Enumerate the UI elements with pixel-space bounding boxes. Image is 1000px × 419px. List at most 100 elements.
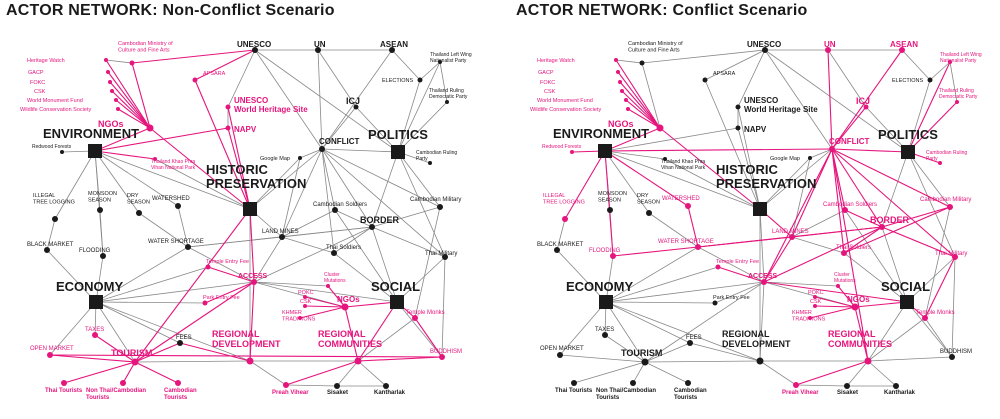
edge-elections-thai-left [929,61,951,81]
node-sisaket: Sisaket [837,383,858,396]
node-marker-water-shortage [185,244,191,250]
node-label-google-map: Google Map [260,156,290,162]
edge-un-icj [827,49,867,108]
edge-border-thai-military [371,226,446,258]
edge-access-park-entry [714,281,765,304]
edge-access-temple-entry [717,266,765,283]
node-label2-illegal: TREE LOGGING [543,200,585,206]
edge-unesco-conflict [254,49,323,150]
node-economy: ECONOMY [56,279,124,309]
node-label2-dry: SEASON [637,200,660,206]
edge-economy-park-entry [605,301,716,304]
edge-conflict-regional-comm [831,148,869,362]
edge-economy-access [95,281,255,303]
node-wildlife: Wildlife Conservation Society [20,107,120,113]
node-border: BORDER [870,215,910,230]
node-thai-military: Thai Military [935,251,967,260]
edge-economy-open-market [49,301,97,356]
node-marker-csk [110,89,114,93]
node-marker-cambodian-ministry [639,60,645,66]
edge-politics-border [371,151,399,228]
edge-politics-conflict [321,148,399,153]
edge-ngos-ford [109,81,151,129]
edge-border-thai-soldiers [333,226,373,254]
edge-politics-thai-military [397,151,446,258]
edge-conflict-thai-soldiers [831,148,845,254]
node-label-unesco-org: UNESCO [744,96,778,105]
edge-watershed-water-shortage [177,205,189,248]
node-marker-black-market [44,247,50,253]
edge-temple-monks-buddhism [414,317,443,358]
edge-economy-temple-entry [95,266,209,303]
node-marker-thai-tourists [571,380,577,386]
edge-ngos2-khmer [299,306,346,319]
node-ngos: NGOs [98,119,154,132]
edge-tourism-cambodian-tourists [134,361,179,384]
edge-un-conflict [317,49,323,150]
node-open-market: OPEN MARKET [540,346,584,358]
edge-regional-comm-buddhism [357,356,443,362]
node-csk: CSK [34,89,114,95]
edge-border-thai-military [881,226,956,258]
edge-thai-military-social [906,256,956,303]
node-marker-tourism [641,358,649,366]
node-social: SOCIAL [371,279,420,309]
node-label-thai-tourists: Thai Tourists [555,388,593,394]
node-label2-dry: SEASON [127,200,150,206]
edge-regional-comm-temple-monks [357,317,416,362]
node-label-wildlife: Wildlife Conservation Society [530,107,601,113]
edge-economy-tourism [95,301,136,363]
node-marker-land-mines [279,234,285,240]
node-marker-cambodian-military [947,204,953,210]
node-marker-taxes [602,332,608,338]
node-marker-ngos2 [341,303,349,311]
edge-tourism-access [644,281,765,363]
node-temple-monks: Temple Monks [406,310,445,321]
edge-unesco-cambodian-ministry [131,49,256,64]
node-label-wildlife: Wildlife Conservation Society [20,107,91,113]
nodes: ENVIRONMENTHISTORICPRESERVATIONPOLITICSE… [20,40,472,401]
node-marker-cambodian-soldiers [332,207,338,213]
node-marker-cluster [326,284,330,288]
edge-water-shortage-access [187,246,255,283]
edge-google-map-historic [759,157,811,210]
node-label-regional-comm: REGIONAL [828,329,876,339]
node-label-gacp: GACP [28,70,44,76]
node-taxes: TAXES [595,327,614,338]
node-label-heritage-watch: Heritage Watch [27,58,65,64]
node-label-radwood: Redwood Forests [32,144,72,150]
node-buddhism: BUDDHISM [940,349,972,360]
edge-thailand-khao-historic [154,158,251,210]
node-marker-tourism [131,358,139,366]
edge-land-mines-thai-soldiers [791,236,845,254]
edges [46,49,448,387]
node-label2-cambodian-ruling: Party [416,156,428,162]
edge-cambodian-military-temple-monks [414,206,441,319]
edge-tourism-nonthai [632,361,646,384]
node-label-icj: ICJ [346,96,360,106]
node-label2-thailand-khao: Vihan National Park [151,165,196,171]
node-marker-fees [687,340,693,346]
edge-regional-comm-ngos2 [344,306,359,362]
node-marker-nonthai [630,380,636,386]
node-label-unesco: UNESCO [747,40,781,49]
edge-illegal-black-market [556,218,566,251]
node-marker-buddhism [439,354,445,360]
node-marker-access [761,279,767,285]
node-marker-wildlife [116,107,120,111]
node-marker-economy [89,295,103,309]
edge-politics-border [881,151,909,228]
edge-historic-napv [737,127,761,210]
node-pokc: POKC [298,290,314,299]
node-label-politics: POLITICS [368,127,428,142]
node-label-dry: DRY [127,193,139,199]
